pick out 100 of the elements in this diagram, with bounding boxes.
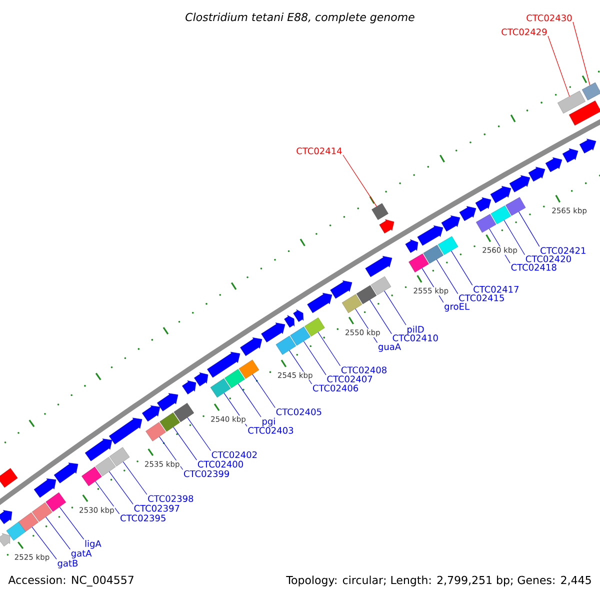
gene-label: CTC02397	[134, 504, 180, 512]
gene-label: CTC02402	[212, 451, 257, 458]
gene-block	[0, 510, 12, 524]
gene-label: ligA	[85, 540, 102, 549]
gene-block	[307, 292, 332, 314]
leader-line	[32, 526, 57, 560]
gene-box	[372, 203, 388, 220]
gene-block	[34, 478, 56, 498]
gene-block	[545, 157, 562, 172]
gene-block	[579, 138, 596, 154]
gene-block	[0, 533, 10, 546]
gene-block	[441, 215, 460, 232]
accession-text: Accession: NC_004557	[8, 576, 134, 586]
gene-label: CTC02398	[148, 495, 194, 502]
gene-box	[558, 90, 586, 114]
gene-block	[562, 148, 578, 163]
gene-label: pgi	[262, 418, 275, 426]
gene-label: gatB	[58, 560, 78, 568]
leader-line	[122, 461, 148, 495]
gene-box	[18, 512, 38, 532]
gene-box	[238, 360, 260, 379]
gene-box	[490, 206, 511, 224]
gene-label: CTC02420	[526, 255, 571, 262]
gene-block	[509, 175, 530, 192]
gene-box	[506, 197, 526, 216]
leader-line	[318, 332, 341, 366]
gene-box	[0, 468, 18, 488]
leader-line	[548, 36, 570, 97]
gene-box	[109, 447, 130, 466]
leader-line	[303, 340, 326, 376]
gene-block	[528, 166, 546, 182]
gene-box	[95, 456, 116, 476]
gene-label: pilD	[408, 326, 424, 334]
leader-line	[342, 154, 377, 207]
gene-block	[330, 280, 352, 299]
leader-line	[450, 250, 473, 286]
leader-line	[518, 211, 540, 247]
leader-line	[95, 481, 120, 514]
gene-label: CTC02406	[312, 384, 358, 392]
gene-label: CTC02414	[296, 148, 342, 154]
gene-block	[475, 197, 492, 212]
gene-block	[142, 405, 160, 422]
gene-block	[207, 352, 240, 378]
gene-label: CTC02421	[540, 247, 586, 254]
gene-block	[284, 315, 294, 328]
title: Clostridium tetani E88, complete genome	[186, 12, 414, 24]
gene-box	[582, 82, 600, 100]
gene-label: CTC02410	[392, 334, 438, 342]
gene-box	[476, 214, 496, 233]
gene-box	[438, 236, 458, 255]
gene-label: CTC02408	[341, 366, 386, 374]
gene-box	[224, 369, 245, 388]
leader-line	[59, 506, 84, 540]
gene-label: CTC02415	[459, 294, 504, 302]
gene-block	[182, 380, 196, 394]
genome-info-text: Topology: circular; Length: 2,799,251 bp; Genes: 2,445	[286, 576, 591, 586]
leader-line	[252, 374, 276, 408]
gene-box	[82, 466, 102, 486]
gene-label: guaA	[378, 343, 401, 352]
gene-block	[240, 337, 262, 356]
gene-box	[356, 285, 377, 304]
gene-label: CTC02395	[120, 514, 166, 522]
gene-block	[417, 225, 444, 246]
gene-label: groEL	[444, 303, 470, 312]
gene-label: CTC02400	[198, 460, 243, 468]
leader-line	[436, 259, 458, 294]
gene-box	[408, 254, 429, 272]
gene-block	[54, 462, 78, 484]
gene-label: CTC02417	[474, 286, 518, 293]
leader-line	[238, 383, 262, 418]
gene-box	[210, 378, 231, 398]
gene-label: CTC02405	[276, 408, 322, 416]
leader-line	[108, 471, 134, 504]
gene-block	[405, 239, 418, 253]
leader-line	[370, 300, 392, 334]
gene-box	[6, 522, 26, 541]
gene-block	[109, 418, 142, 444]
gene-block	[261, 322, 286, 342]
gene-box	[304, 318, 325, 336]
leader-line	[46, 516, 70, 550]
gene-block	[84, 438, 112, 462]
gene-box	[160, 412, 180, 432]
gene-block	[194, 372, 208, 386]
gene-box	[290, 326, 310, 346]
leader-line	[384, 290, 406, 326]
gene-box	[146, 422, 166, 442]
gene-label: gatA	[71, 550, 92, 558]
leader-line	[173, 426, 198, 460]
gene-box	[46, 492, 66, 512]
gene-label: CTC02429	[502, 28, 547, 36]
gene-box	[276, 336, 296, 355]
leader-line	[504, 220, 525, 256]
gene-block	[459, 206, 476, 221]
gene-label: CTC02430	[526, 14, 572, 22]
gene-block	[293, 309, 304, 322]
gene-block	[490, 186, 512, 204]
gene-block	[379, 219, 394, 234]
gene-label: CTC02403	[248, 427, 294, 434]
gene-label: CTC02418	[511, 264, 556, 271]
gene-box	[174, 402, 194, 422]
